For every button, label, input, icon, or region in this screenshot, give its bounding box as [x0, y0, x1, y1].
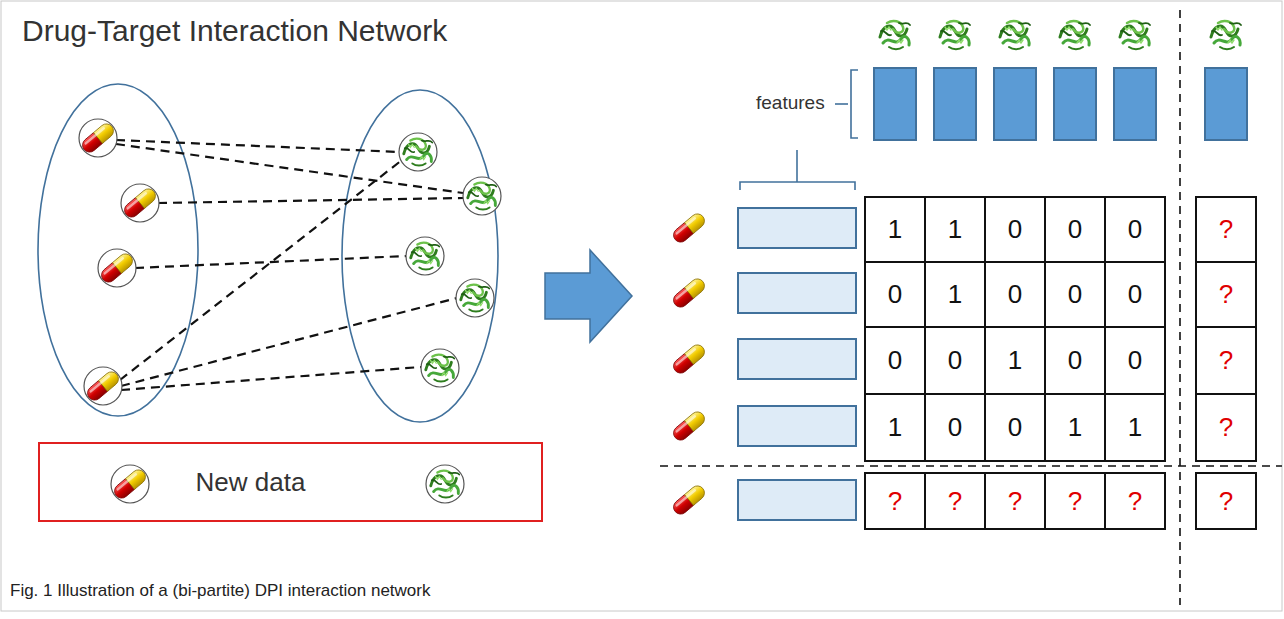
matrix-cell: ? — [1195, 393, 1257, 462]
cell-value: 1 — [948, 279, 962, 310]
matrix-cell: 0 — [984, 261, 1046, 328]
matrix-cell: ? — [864, 472, 926, 530]
cell-value: ? — [948, 486, 962, 517]
transform-arrow — [545, 250, 632, 342]
matrix-cell: 0 — [1104, 196, 1166, 263]
cell-value: 0 — [948, 345, 962, 376]
node-label: New data — [196, 467, 306, 498]
cell-value: ? — [1219, 345, 1233, 376]
cell-value: 0 — [888, 279, 902, 310]
cell-value: 1 — [1068, 412, 1082, 443]
matrix-cell: 0 — [864, 326, 926, 395]
matrix-cell: 0 — [1104, 326, 1166, 395]
figure-caption: Fig. 1 Illustration of a (bi-partite) DP… — [10, 581, 430, 601]
matrix-cell: 0 — [1044, 326, 1106, 395]
drug-icons — [79, 119, 159, 405]
cell-value: 1 — [1008, 345, 1022, 376]
matrix-cell: ? — [1195, 261, 1257, 328]
cell-value: ? — [1219, 486, 1233, 517]
matrix-cell: ? — [1195, 472, 1257, 530]
cell-value: 0 — [1128, 345, 1142, 376]
cell-value: 0 — [948, 412, 962, 443]
cell-value: 0 — [1068, 214, 1082, 245]
cell-value: 0 — [1008, 412, 1022, 443]
matrix-drug-icons — [671, 211, 708, 517]
drug-set — [38, 84, 198, 416]
cell-value: ? — [1219, 214, 1233, 245]
drug-feature-boxes — [738, 208, 856, 520]
matrix-cell: ? — [1104, 472, 1166, 530]
matrix-cell: 0 — [924, 393, 986, 462]
matrix-cell: 1 — [1104, 393, 1166, 462]
cell-value: 0 — [888, 345, 902, 376]
matrix-cell: ? — [924, 472, 986, 530]
cell-value: ? — [1219, 412, 1233, 443]
matrix-cell: 1 — [864, 393, 926, 462]
cell-value: 0 — [1128, 214, 1142, 245]
matrix-cell: 1 — [924, 261, 986, 328]
cell-value: 0 — [1068, 345, 1082, 376]
cell-value: 0 — [1068, 279, 1082, 310]
matrix-cell: ? — [1044, 472, 1106, 530]
cell-value: 1 — [888, 214, 902, 245]
matrix-cell: 1 — [1044, 393, 1106, 462]
cell-value: 1 — [948, 214, 962, 245]
matrix-cell: ? — [1195, 196, 1257, 263]
matrix-cell: 0 — [984, 196, 1046, 263]
cell-value: 1 — [888, 412, 902, 443]
cell-value: ? — [1068, 486, 1082, 517]
matrix-cell: 0 — [924, 326, 986, 395]
matrix-cell: 1 — [864, 196, 926, 263]
matrix-cell: 1 — [984, 326, 1046, 395]
target-icons — [399, 133, 501, 387]
cell-value: 0 — [1128, 279, 1142, 310]
matrix-cell: ? — [1195, 326, 1257, 395]
new-data-box: New data — [38, 442, 543, 522]
cell-value: ? — [1128, 486, 1142, 517]
matrix-cell: 0 — [984, 393, 1046, 462]
features-label: features — [756, 92, 825, 114]
matrix-cell: ? — [984, 472, 1046, 530]
features-bracket — [740, 70, 858, 190]
cell-value: ? — [1219, 279, 1233, 310]
matrix-target-icons — [880, 21, 1241, 49]
cell-value: ? — [888, 486, 902, 517]
figure-title: Drug-Target Interaction Network — [22, 14, 447, 48]
interaction-lines — [116, 140, 463, 390]
matrix-cell: 0 — [1104, 261, 1166, 328]
matrix-cell: 0 — [1044, 196, 1106, 263]
cell-value: 0 — [1008, 279, 1022, 310]
cell-value: ? — [1008, 486, 1022, 517]
matrix-cell: 1 — [924, 196, 986, 263]
cell-value: 1 — [1128, 412, 1142, 443]
split-lines — [660, 10, 1282, 605]
matrix-cell: 0 — [864, 261, 926, 328]
target-feature-boxes — [874, 68, 1247, 140]
matrix-cell: 0 — [1044, 261, 1106, 328]
new-data-icons — [111, 465, 464, 503]
cell-value: 0 — [1008, 214, 1022, 245]
